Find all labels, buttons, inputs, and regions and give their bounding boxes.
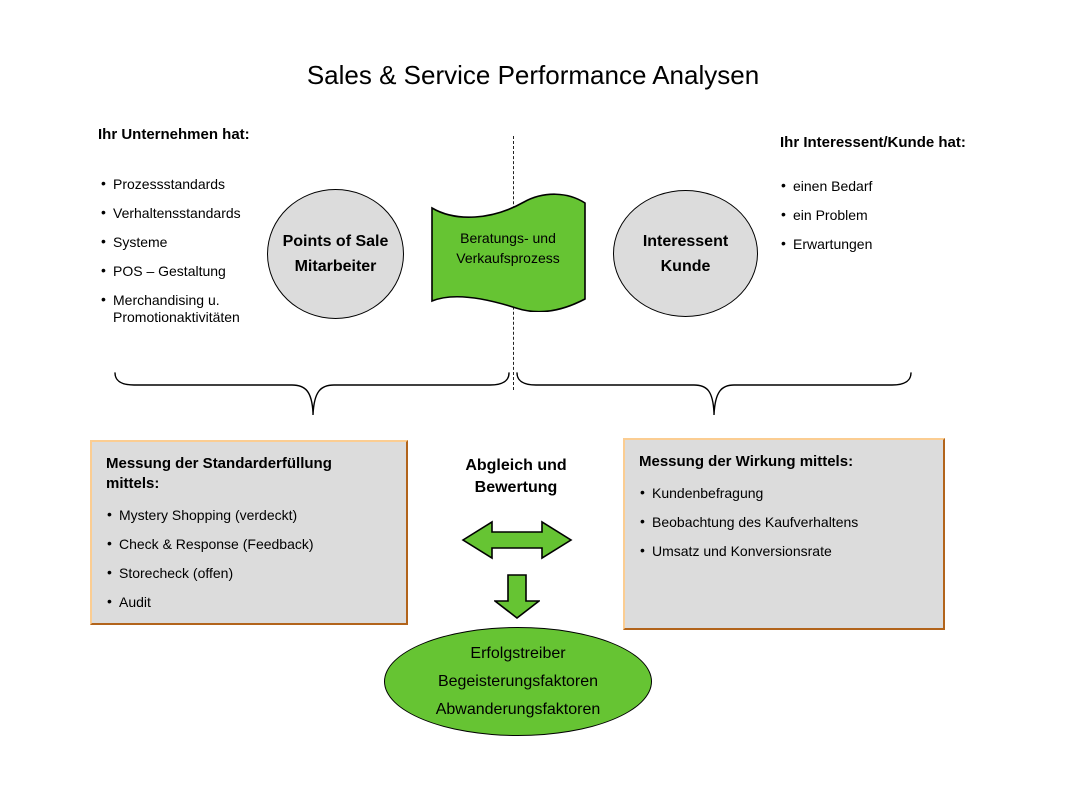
double-arrow-icon xyxy=(461,520,573,560)
process-flag-shape xyxy=(431,193,586,312)
list-item: POS – Gestaltung xyxy=(100,262,290,280)
list-item: Merchandising u. Promotionaktivitäten xyxy=(100,291,290,326)
list-item: einen Bedarf xyxy=(780,177,990,195)
standards-bullet-list: Mystery Shopping (verdeckt) Check & Resp… xyxy=(106,506,396,611)
list-item: Storecheck (offen) xyxy=(106,564,396,582)
list-item: Beobachtung des Kaufverhaltens xyxy=(639,513,933,531)
customer-bullet-list: einen Bedarf ein Problem Erwartungen xyxy=(780,177,990,265)
list-item: Check & Response (Feedback) xyxy=(106,535,396,553)
list-item: Verhaltensstandards xyxy=(100,204,290,222)
brace-icons xyxy=(114,372,912,416)
customer-circle: Interessent Kunde xyxy=(613,190,758,317)
down-arrow-icon xyxy=(494,574,540,619)
list-item: Audit xyxy=(106,593,396,611)
comparison-label: Abgleich und Bewertung xyxy=(465,457,567,496)
list-item: Prozessstandards xyxy=(100,175,290,193)
list-item: Systeme xyxy=(100,233,290,251)
impact-box-heading: Messung der Wirkung mittels: xyxy=(639,453,854,470)
left-brace-icon xyxy=(114,372,510,416)
page-title: Sales & Service Performance Analysen xyxy=(306,60,760,90)
customer-heading: Ihr Interessent/Kunde hat: xyxy=(780,134,966,151)
result-ellipse: Erfolgstreiber Begeisterungsfaktoren Abw… xyxy=(384,627,652,736)
list-item: Mystery Shopping (verdeckt) xyxy=(106,506,396,524)
impact-bullet-list: Kundenbefragung Beobachtung des Kaufverh… xyxy=(639,484,933,560)
standards-box-heading: Messung der Standarderfüllung mittels: xyxy=(106,455,332,492)
process-flag-label: Beratungs- und Verkaufsprozess xyxy=(456,230,560,266)
list-item: Umsatz und Konversionsrate xyxy=(639,542,933,560)
company-heading: Ihr Unternehmen hat: xyxy=(98,126,250,143)
list-item: ein Problem xyxy=(780,206,990,224)
right-brace-icon xyxy=(516,372,912,416)
company-bullet-list: Prozessstandards Verhaltensstandards Sys… xyxy=(100,175,290,338)
list-item: Erwartungen xyxy=(780,235,990,253)
pos-circle: Points of Sale Mitarbeiter xyxy=(267,189,404,319)
standards-measure-box: Messung der Standarderfüllung mittels: M… xyxy=(90,440,408,625)
list-item: Kundenbefragung xyxy=(639,484,933,502)
impact-measure-box: Messung der Wirkung mittels: Kundenbefra… xyxy=(623,438,945,630)
